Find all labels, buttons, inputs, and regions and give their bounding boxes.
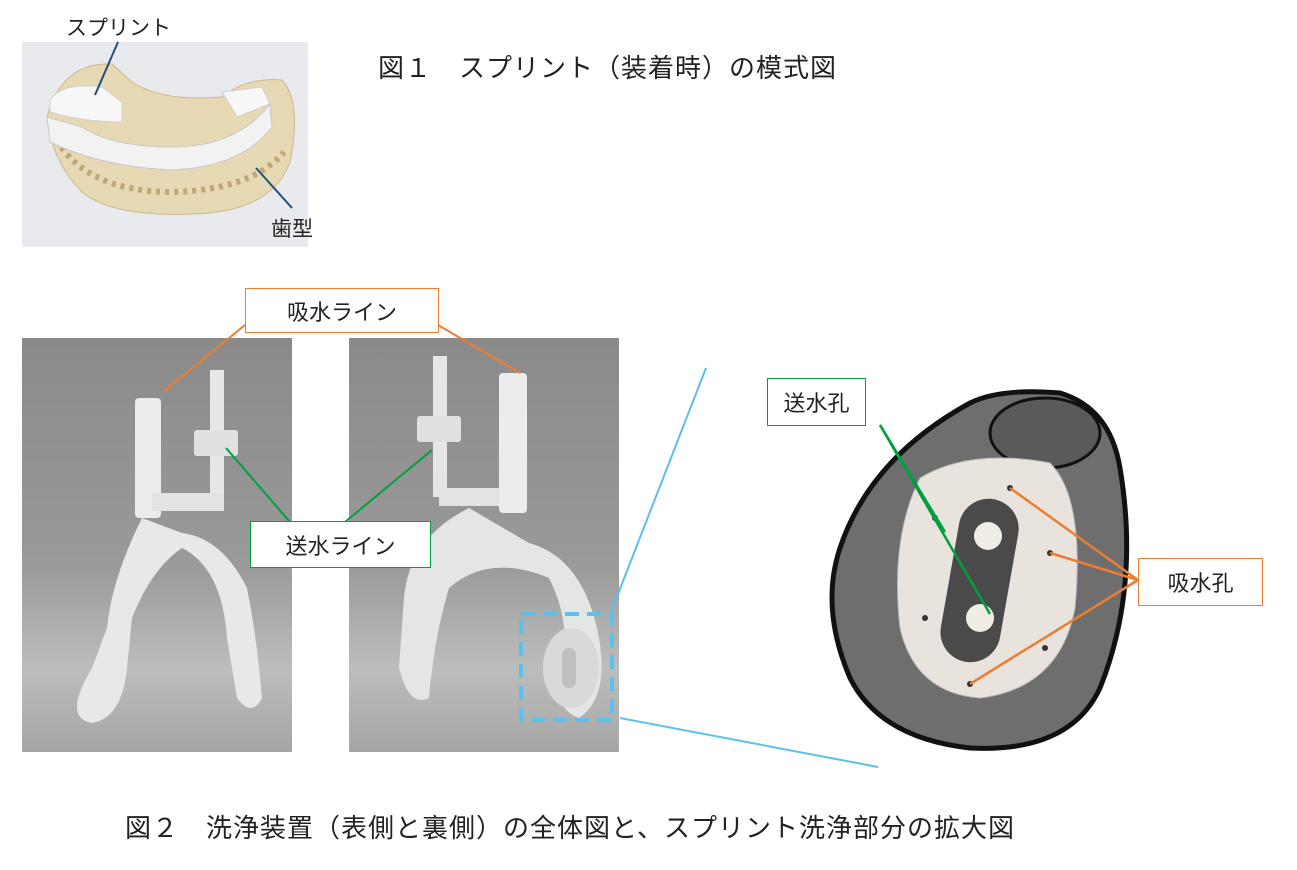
label-water-supply-line: 送水ライン	[250, 521, 431, 568]
label-suction-line: 吸水ライン	[245, 288, 439, 333]
label-water-supply-hole: 送水孔	[767, 378, 866, 426]
label-splint: スプリント	[66, 16, 171, 40]
label-dental-model: 歯型	[271, 217, 313, 241]
device-back-illustration	[399, 356, 602, 718]
splint-wash-zoom-image	[820, 388, 1140, 763]
zoom-region-box	[519, 612, 614, 722]
device-front-photo	[22, 338, 292, 752]
splint-illustration	[46, 63, 295, 215]
zoom-illustration	[829, 389, 1130, 751]
figure2-caption: 図２ 洗浄装置（表側と裏側）の全体図と、スプリント洗浄部分の拡大図	[125, 814, 1015, 844]
label-suction-hole: 吸水孔	[1138, 558, 1263, 606]
splint-model-image	[22, 42, 308, 247]
figure1-title: 図１ スプリント（装着時）の模式図	[378, 54, 838, 84]
